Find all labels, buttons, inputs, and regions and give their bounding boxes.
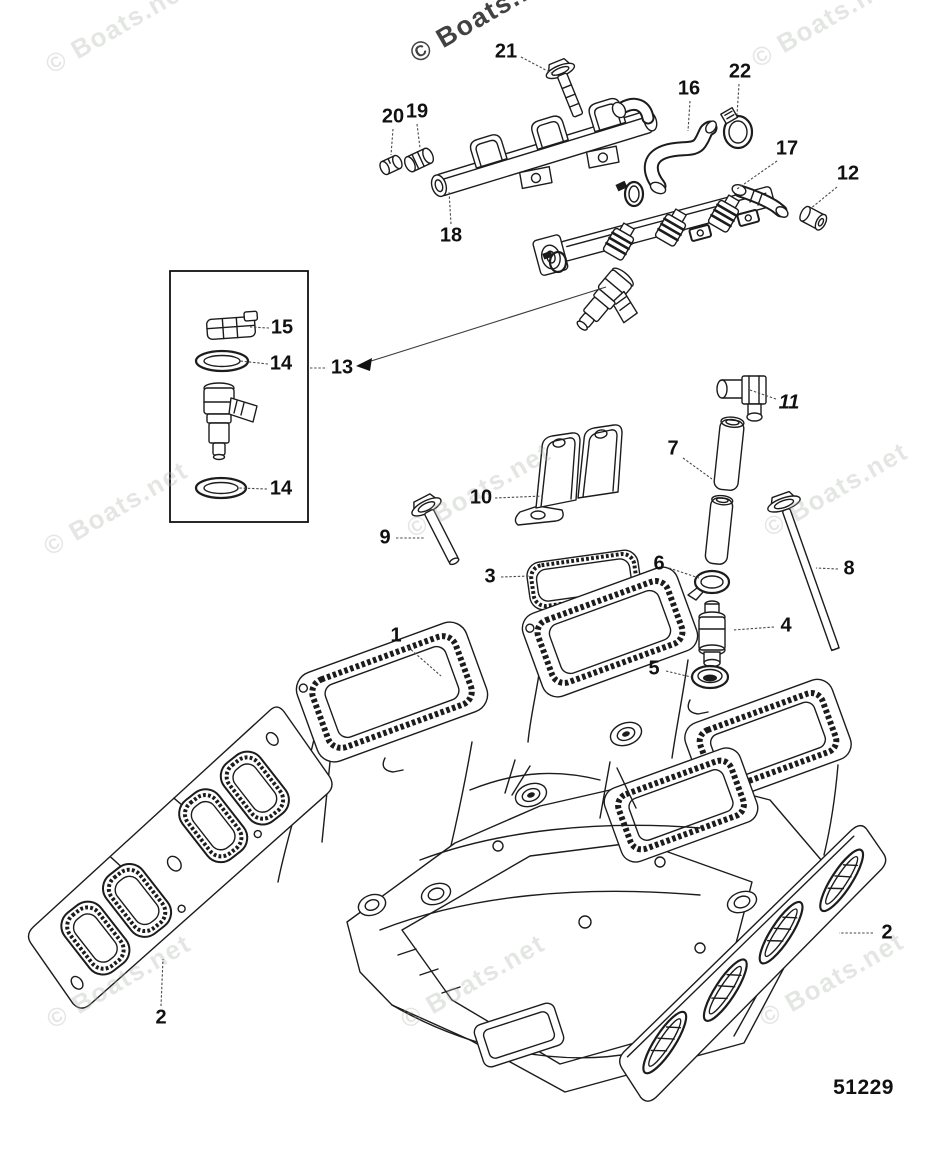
leader-line bbox=[815, 567, 839, 570]
watermark-text: © Boats.net bbox=[405, 0, 565, 69]
part-oring-14 bbox=[194, 476, 248, 500]
leader-line bbox=[494, 495, 544, 499]
part-fuel-injector-detail bbox=[203, 382, 258, 461]
part-tube-7 bbox=[704, 416, 745, 565]
leader-line bbox=[665, 670, 692, 678]
callout-14: 14 bbox=[270, 352, 293, 374]
callout-1: 1 bbox=[390, 624, 401, 646]
leader-line bbox=[687, 100, 691, 132]
part-fitting-19 bbox=[403, 147, 435, 173]
part-clamp-6 bbox=[687, 569, 731, 601]
leader-line bbox=[500, 575, 531, 578]
leader-line bbox=[732, 626, 775, 631]
callout-6: 6 bbox=[653, 552, 664, 574]
callout-22: 22 bbox=[729, 60, 751, 82]
callout-13: 13 bbox=[331, 356, 353, 378]
part-bracket-10 bbox=[514, 424, 623, 526]
leader-line bbox=[668, 567, 700, 579]
callout-12: 12 bbox=[837, 162, 859, 184]
part-oring-14 bbox=[194, 349, 250, 373]
part-grommet-5 bbox=[690, 664, 730, 690]
part-flange-bolt-21 bbox=[545, 57, 584, 118]
callout-2: 2 bbox=[881, 921, 892, 943]
drawing-number: 51229 bbox=[833, 1076, 894, 1099]
part-clamp-22 bbox=[720, 107, 754, 150]
leader-line bbox=[520, 56, 560, 78]
leader-line bbox=[736, 83, 740, 116]
part-fuel-injector bbox=[576, 267, 638, 331]
callout-15: 15 bbox=[271, 316, 293, 338]
callout-8: 8 bbox=[843, 557, 854, 579]
leader-line bbox=[809, 186, 838, 210]
part-hose-17 bbox=[731, 184, 789, 218]
part-fuel-rail-lower bbox=[532, 180, 775, 276]
part-elbow-fitting-11 bbox=[716, 375, 767, 422]
leader-line bbox=[390, 128, 394, 156]
callout-5: 5 bbox=[648, 657, 659, 679]
callout-11: 11 bbox=[779, 391, 800, 413]
leader-line bbox=[239, 360, 269, 365]
arrowhead bbox=[356, 358, 372, 371]
leader-line bbox=[736, 160, 778, 190]
callout-19: 19 bbox=[406, 100, 428, 122]
callout-18: 18 bbox=[440, 224, 462, 246]
callout-9: 9 bbox=[379, 526, 390, 548]
part-long-bolt-8 bbox=[767, 490, 840, 652]
arrow-line bbox=[367, 286, 607, 363]
part-gasket-2-left bbox=[27, 706, 333, 1009]
callout-4: 4 bbox=[780, 614, 792, 636]
part-hose-clamp-on-rail bbox=[615, 180, 645, 208]
leader-line bbox=[416, 123, 421, 149]
leader-line bbox=[249, 326, 270, 329]
callout-7: 7 bbox=[667, 437, 678, 459]
watermark-text: © Boats.net bbox=[758, 436, 913, 543]
parts-layer bbox=[27, 57, 887, 1102]
leader-line bbox=[160, 958, 164, 1007]
part-bolt-9 bbox=[411, 493, 460, 566]
part-cap-12 bbox=[799, 205, 828, 231]
part-fitting-20 bbox=[379, 154, 403, 176]
leader-line bbox=[407, 646, 442, 677]
leader-line bbox=[238, 487, 268, 490]
callout-10: 10 bbox=[470, 486, 492, 508]
leader-line bbox=[448, 190, 452, 225]
callout-17: 17 bbox=[776, 137, 798, 159]
part-gasket-2-right bbox=[619, 824, 887, 1102]
watermark-text: © Boats.net bbox=[746, 0, 901, 74]
callout-3: 3 bbox=[484, 565, 495, 587]
part-clip-15 bbox=[205, 310, 259, 341]
callout-14: 14 bbox=[270, 477, 293, 499]
leader-line bbox=[682, 457, 713, 480]
injector-detail-box bbox=[169, 270, 309, 523]
callout-16: 16 bbox=[678, 77, 700, 99]
leader-line bbox=[749, 389, 777, 400]
part-hose-16 bbox=[643, 120, 718, 195]
callout-2: 2 bbox=[155, 1006, 166, 1028]
part-check-valve-4 bbox=[698, 600, 726, 668]
callout-21: 21 bbox=[495, 40, 517, 62]
callout-20: 20 bbox=[382, 105, 404, 127]
watermark-text: © Boats.net bbox=[40, 0, 195, 80]
part-fuel-rail-18 bbox=[430, 97, 658, 198]
